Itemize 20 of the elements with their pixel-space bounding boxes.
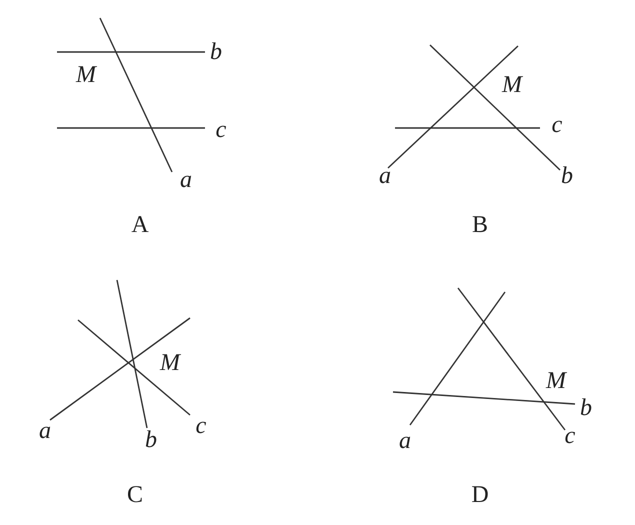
line-label: c — [564, 424, 576, 448]
line-label: c — [196, 414, 206, 438]
point-label: M — [546, 369, 566, 393]
point-label: M — [76, 63, 96, 87]
option-label: B — [472, 213, 488, 237]
line-label: c — [216, 118, 226, 142]
option-label: D — [471, 483, 489, 507]
line-label: b — [561, 164, 573, 188]
line-label: a — [399, 429, 411, 453]
line-label: b — [145, 428, 157, 452]
option-label: A — [131, 213, 149, 237]
point-label: M — [502, 73, 522, 97]
point-label: M — [160, 351, 180, 375]
line-label: b — [580, 396, 592, 420]
line-label: a — [180, 168, 192, 192]
line-label: a — [39, 419, 51, 443]
line-label: b — [210, 40, 222, 64]
line-label: a — [379, 164, 391, 188]
line-label: c — [552, 113, 562, 137]
option-label: C — [127, 483, 143, 507]
